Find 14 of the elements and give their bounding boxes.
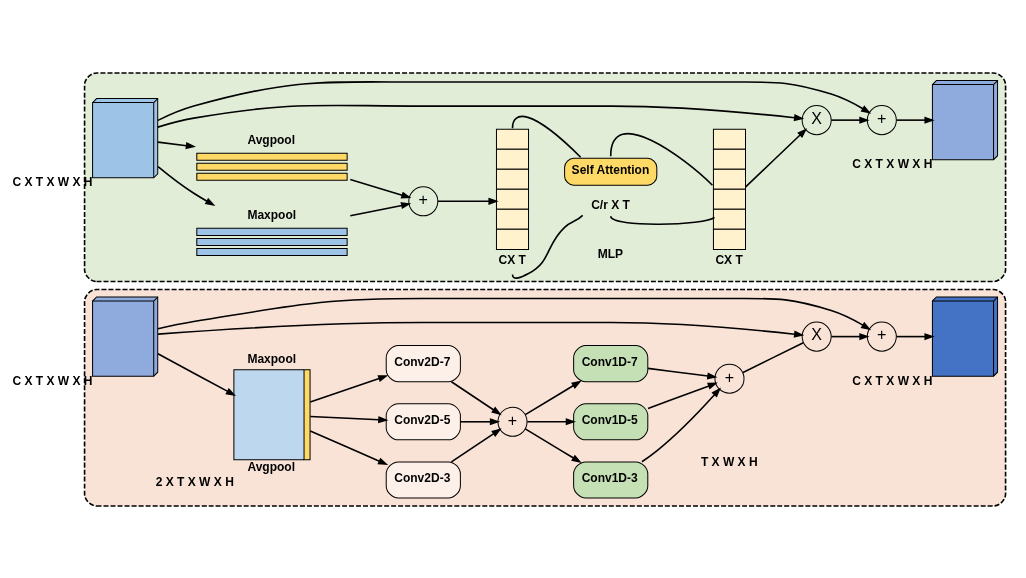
node-label: C/r X T (591, 197, 630, 212)
node-label: C X T X W X H (852, 156, 933, 171)
node-label: Avgpool (247, 459, 296, 473)
node-label: CX T (715, 252, 743, 267)
node-label: Maxpool (247, 351, 297, 366)
node-label: CX T (498, 252, 526, 267)
node-label: 2 X T X W X H (155, 474, 234, 489)
node-label: C X T X W X H (12, 174, 93, 189)
label: MLP (597, 246, 624, 261)
node-label: Avgpool (247, 132, 296, 147)
node-label: C X T X W X H (852, 373, 933, 388)
label: T X W X H (700, 454, 758, 469)
node-label: Maxpool (247, 207, 297, 222)
node-label: C X T X W X H (12, 373, 93, 388)
